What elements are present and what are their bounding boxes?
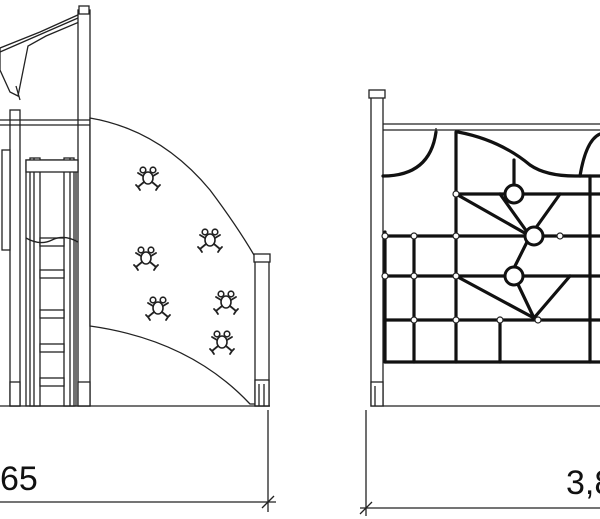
dimension-label-left: 65 <box>0 460 38 498</box>
rope-knots <box>381 190 564 324</box>
side-view: 65 <box>0 5 276 512</box>
roof-panel <box>0 13 85 101</box>
post-left <box>9 109 21 407</box>
front-view: 3,8 <box>359 89 600 516</box>
wall-post <box>253 253 271 407</box>
dimension-label-right: 3,8 <box>566 464 600 502</box>
rope-ring-connectors <box>503 183 545 287</box>
post-right <box>77 5 91 407</box>
side-rail <box>1 149 11 251</box>
rope-net <box>383 130 600 364</box>
net-post-left <box>368 89 386 407</box>
climbing-wall-panel <box>89 117 259 405</box>
net-top-frame <box>381 123 600 178</box>
ladder <box>25 157 79 407</box>
